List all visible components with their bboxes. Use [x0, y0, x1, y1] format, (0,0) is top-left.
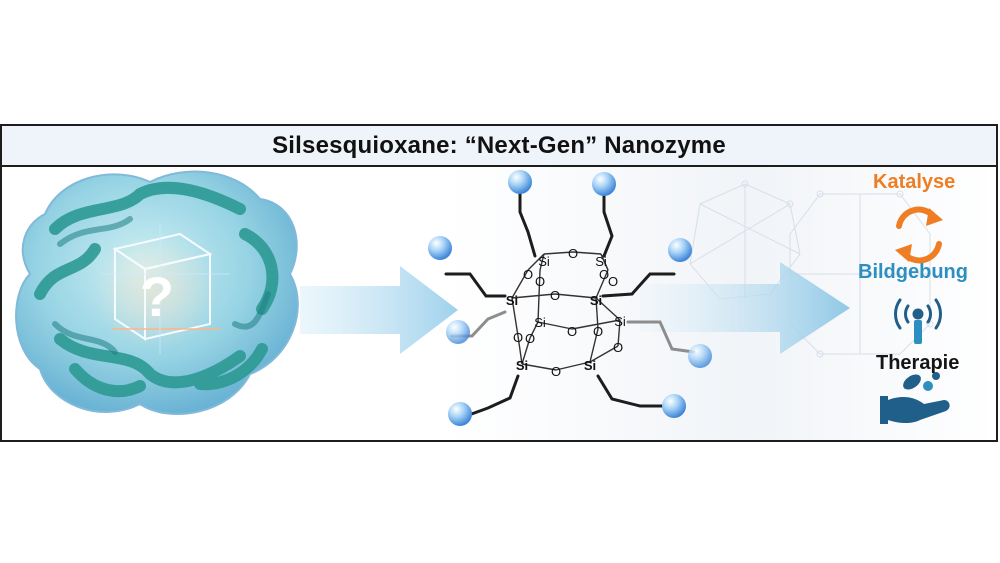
- si-atom: Si: [538, 254, 550, 269]
- o-atom: O: [593, 324, 603, 339]
- hand-with-pills-icon: [880, 372, 950, 424]
- o-atom: O: [523, 267, 533, 282]
- o-atom: O: [613, 340, 623, 355]
- o-atom: O: [599, 267, 609, 282]
- panel-frame: [0, 124, 998, 442]
- application-label-therapie: Therapie: [876, 352, 960, 374]
- o-atom: O: [567, 324, 577, 339]
- arrow-molecule-to-applications: [640, 262, 850, 354]
- o-atom: O: [525, 331, 535, 346]
- antenna-signal-icon: [893, 298, 943, 344]
- mystery-cube: [100, 224, 230, 354]
- si-atom: Si: [584, 358, 596, 373]
- application-label-bildgebung: Bildgebung: [858, 261, 968, 283]
- arrow-blob-to-molecule: [300, 266, 458, 354]
- si-atom: Si: [534, 315, 546, 330]
- si-atom: Si: [614, 314, 626, 329]
- nanozyme-figure: ? Si: [0, 124, 998, 442]
- o-atom: O: [551, 364, 561, 379]
- molecule-beads: [428, 170, 712, 426]
- o-atom: O: [568, 246, 578, 261]
- o-atom: O: [513, 330, 523, 345]
- si-atom: Si: [516, 358, 528, 373]
- atom-labels: Si Si Si Si Si Si Si Si O O O O O O O O …: [506, 246, 626, 379]
- title-background: [1, 125, 997, 166]
- refresh-cycle-icon: [895, 206, 943, 264]
- silsesquioxane-bonds: [511, 251, 621, 371]
- o-atom: O: [535, 274, 545, 289]
- background-lattice: [689, 180, 934, 358]
- o-atom: O: [550, 288, 560, 303]
- application-label-katalyse: Katalyse: [873, 171, 956, 193]
- si-atom: Si: [595, 254, 607, 269]
- molecule-arms: [444, 184, 696, 418]
- question-mark: ?: [140, 265, 174, 328]
- o-atom: O: [608, 274, 618, 289]
- si-atom: Si: [590, 293, 602, 308]
- protein-blob: [15, 170, 299, 415]
- si-atom: Si: [506, 293, 518, 308]
